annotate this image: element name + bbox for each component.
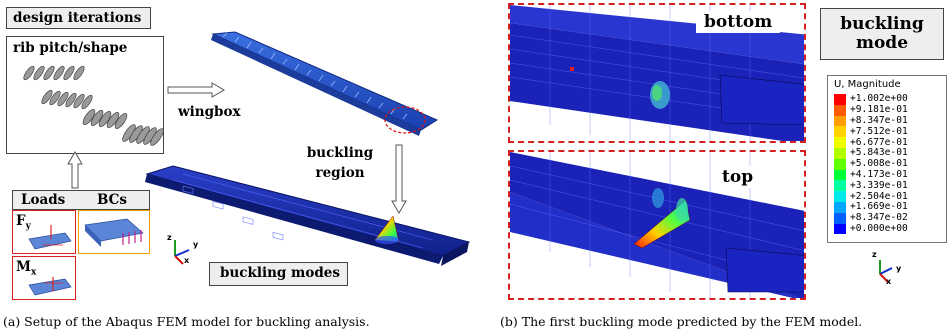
- legend-title: U, Magnitude: [834, 79, 901, 90]
- legend-value: +1.002e+00: [850, 93, 908, 105]
- axis-triad-left: [174, 240, 190, 265]
- legend-value: +3.339e-01: [850, 179, 908, 191]
- buckling-mode-title-line2: mode: [855, 33, 909, 53]
- legend-value: +9.181e-01: [850, 104, 908, 116]
- rib-pitch-shape-box: rib pitch/shape: [6, 36, 164, 154]
- buckling-mode-title: buckling mode: [820, 8, 944, 60]
- fy-load-illustration: [28, 225, 72, 250]
- top-view-render: [510, 152, 804, 298]
- legend-swatch: [834, 202, 846, 213]
- legend-swatch: [834, 148, 846, 159]
- legend-swatch: [834, 158, 846, 170]
- loads-label: Loads: [21, 192, 66, 208]
- legend-value: +4.173e-01: [850, 169, 908, 180]
- mx-load-box: Mx: [12, 256, 76, 300]
- bcs-illustration: [84, 218, 144, 247]
- legend-swatch: [834, 94, 846, 105]
- wing-model: [145, 165, 471, 266]
- legend-swatch: [834, 223, 846, 235]
- legend-swatch: [834, 191, 846, 202]
- bottom-view-panel: bottom: [508, 3, 806, 143]
- arrow-up-icon: [67, 151, 83, 189]
- legend-value: +0.000e+00: [850, 223, 908, 234]
- legend-swatch: [834, 180, 846, 192]
- legend-rows: +1.002e+00+9.181e-01+8.347e-01+7.512e-01…: [834, 93, 944, 235]
- rib-pitch-shape-label: rib pitch/shape: [13, 40, 128, 56]
- wingbox-model: [211, 31, 439, 136]
- right-axis-z: z: [872, 250, 877, 259]
- rib-designs-illustration: [23, 65, 164, 146]
- legend-swatch: [834, 104, 846, 116]
- legend-value: +2.504e-01: [850, 190, 908, 202]
- bcs-box: [78, 210, 150, 254]
- loads-bcs-header: Loads BCs: [12, 190, 150, 210]
- legend-value: +8.347e-01: [850, 115, 908, 126]
- right-axis-x: x: [886, 277, 892, 286]
- left-axis-z: z: [167, 233, 172, 242]
- right-axis-y: y: [896, 264, 902, 273]
- mx-load-illustration: [28, 277, 72, 296]
- legend-swatch: [834, 169, 846, 181]
- legend-swatch: [834, 126, 846, 138]
- fy-load-box: Fy: [12, 210, 76, 254]
- left-axis-y: y: [193, 240, 199, 249]
- buckling-region-line2: region: [315, 165, 365, 181]
- legend-swatch: [834, 137, 846, 148]
- legend-value: +6.677e-01: [850, 136, 908, 148]
- buckling-region-line1: buckling: [306, 145, 374, 161]
- bcs-label: BCs: [97, 192, 128, 208]
- top-label: top: [714, 166, 762, 188]
- left-axis-x: x: [184, 256, 190, 265]
- legend-value: +5.008e-01: [850, 158, 908, 170]
- legend-value: +7.512e-01: [850, 125, 908, 137]
- design-iterations-label: design iterations: [6, 7, 151, 29]
- buckling-region-label: buckling region: [300, 143, 380, 183]
- legend-value: +1.669e-01: [850, 201, 908, 213]
- right-caption: (b) The first buckling mode predicted by…: [500, 314, 863, 329]
- bottom-view-render: [510, 5, 804, 141]
- top-view-panel: top: [508, 150, 806, 300]
- fy-label: Fy: [16, 213, 31, 232]
- axis-triad-right: [879, 260, 893, 283]
- legend-value: +5.843e-01: [850, 147, 908, 159]
- arrow-down-icon: [391, 144, 407, 214]
- bottom-label: bottom: [696, 11, 781, 33]
- legend-value: +8.347e-02: [850, 212, 908, 224]
- left-caption: (a) Setup of the Abaqus FEM model for bu…: [3, 314, 370, 329]
- buckling-modes-label: buckling modes: [209, 262, 348, 286]
- buckling-mode-title-line1: buckling: [840, 14, 924, 34]
- mx-label: Mx: [16, 259, 37, 278]
- legend-swatch: [834, 212, 846, 224]
- wingbox-label: wingbox: [178, 104, 241, 120]
- magnitude-legend: U, Magnitude +1.002e+00+9.181e-01+8.347e…: [827, 75, 947, 243]
- arrow-right-icon: [167, 82, 225, 98]
- legend-swatch: [834, 115, 846, 127]
